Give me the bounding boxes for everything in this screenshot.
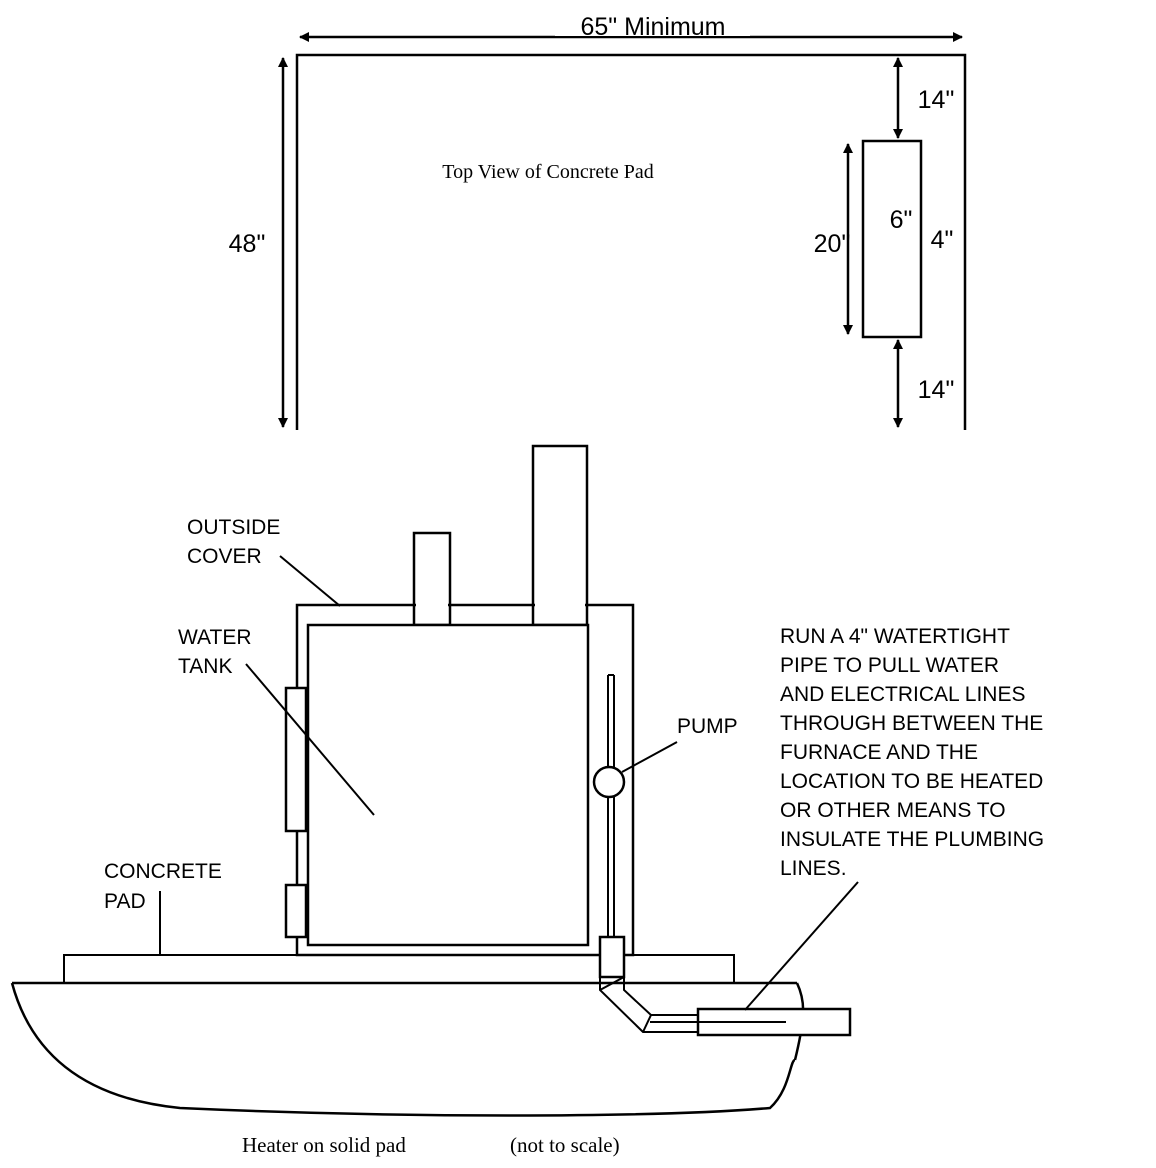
pad-outline xyxy=(295,53,967,430)
width-dimension-label: 65" Minimum xyxy=(580,13,725,41)
slot-length-label: 20" xyxy=(814,230,851,258)
outside-cover-label: OUTSIDE COVER xyxy=(187,516,286,568)
pipe-slot xyxy=(861,139,923,339)
slot-width-label: 6" xyxy=(890,206,913,234)
ground xyxy=(10,982,797,1117)
pipe-note-leader xyxy=(744,881,859,1011)
pump-label: PUMP xyxy=(677,715,738,738)
side-view: OUTSIDE COVER WATER TANK PUMP CONCRETE P… xyxy=(10,444,1050,1117)
caption-left: Heater on solid pad xyxy=(242,1133,406,1157)
concrete-pad xyxy=(63,954,735,984)
water-tank-label: WATER TANK xyxy=(178,626,257,678)
concrete-pad-label: CONCRETE PAD xyxy=(104,860,228,913)
water-tank xyxy=(306,623,590,947)
top-view-title: Top View of Concrete Pad xyxy=(442,161,653,183)
pipe-note: RUN A 4" WATERTIGHT PIPE TO PULL WATER A… xyxy=(780,625,1050,880)
upper-hinge xyxy=(284,686,308,833)
pipe-fitting xyxy=(598,935,626,979)
lower-hinge xyxy=(284,883,308,939)
slot-depth-label: 4" xyxy=(931,226,954,254)
small-flue-pipe xyxy=(412,531,452,627)
water-tank-leader xyxy=(245,663,375,816)
gap-top-label: 14" xyxy=(918,86,955,114)
chimney-pipe xyxy=(531,444,589,627)
underground-elbow xyxy=(599,977,700,1033)
height-dimension-label: 48" xyxy=(229,230,266,258)
gap-bottom-label: 14" xyxy=(918,376,955,404)
caption-right: (not to scale) xyxy=(510,1133,620,1157)
pump-icon xyxy=(592,765,626,799)
pump-leader xyxy=(621,741,678,773)
top-view: 65" Minimum 48" Top View of Concrete Pad… xyxy=(229,13,967,430)
outside-cover-leader xyxy=(279,555,341,607)
